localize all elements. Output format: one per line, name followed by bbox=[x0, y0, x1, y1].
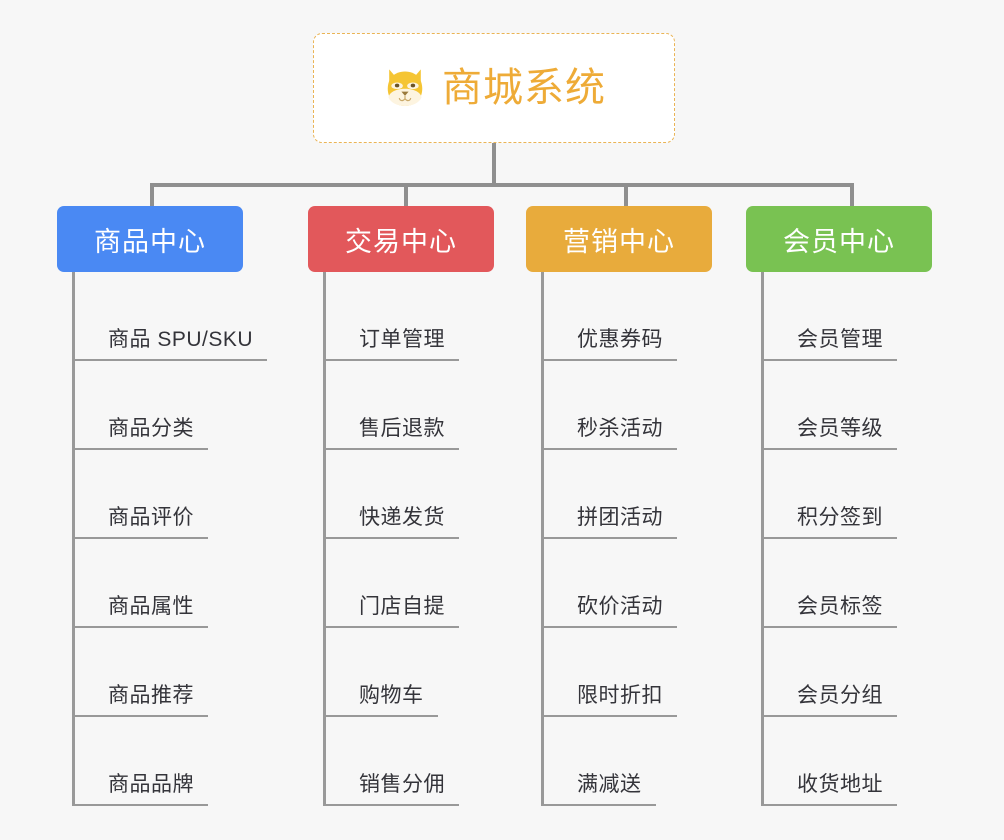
leaf-item[interactable]: 会员分组 bbox=[764, 628, 932, 717]
branch-column-3: 营销中心 优惠券码 秒杀活动 拼团活动 砍价活动 限时折扣 bbox=[526, 206, 712, 806]
leaf-underline bbox=[764, 626, 897, 628]
leaf-item[interactable]: 限时折扣 bbox=[544, 628, 712, 717]
category-label-2: 交易中心 bbox=[345, 226, 457, 257]
leaf-item[interactable]: 拼团活动 bbox=[544, 450, 712, 539]
leaf-list-3: 优惠券码 秒杀活动 拼团活动 砍价活动 限时折扣 满减送 bbox=[541, 272, 712, 806]
leaf-underline bbox=[75, 359, 267, 361]
branch-column-2: 交易中心 订单管理 售后退款 快递发货 门店自提 购物车 bbox=[308, 206, 494, 806]
leaf-label: 售后退款 bbox=[359, 417, 445, 440]
leaf-item[interactable]: 商品推荐 bbox=[75, 628, 243, 717]
leaf-underline bbox=[544, 626, 677, 628]
leaf-label: 门店自提 bbox=[359, 595, 445, 618]
connector-drop-4 bbox=[850, 183, 854, 206]
leaf-label: 商品推荐 bbox=[108, 684, 194, 707]
leaf-label: 拼团活动 bbox=[577, 506, 663, 529]
leaf-item[interactable]: 优惠券码 bbox=[544, 272, 712, 361]
leaf-underline bbox=[75, 626, 208, 628]
category-card-2[interactable]: 交易中心 bbox=[308, 206, 494, 272]
leaf-label: 商品品牌 bbox=[108, 773, 194, 796]
leaf-underline bbox=[75, 537, 208, 539]
connector-drop-3 bbox=[624, 183, 628, 206]
leaf-underline bbox=[764, 448, 897, 450]
leaf-item[interactable]: 会员标签 bbox=[764, 539, 932, 628]
branch-column-4: 会员中心 会员管理 会员等级 积分签到 会员标签 会员分组 bbox=[746, 206, 932, 806]
leaf-label: 满减送 bbox=[577, 773, 642, 796]
leaf-underline bbox=[544, 448, 677, 450]
leaf-item[interactable]: 商品评价 bbox=[75, 450, 243, 539]
leaf-underline bbox=[764, 537, 897, 539]
branch-column-1: 商品中心 商品 SPU/SKU 商品分类 商品评价 商品属性 商品推荐 bbox=[57, 206, 267, 806]
leaf-list-2: 订单管理 售后退款 快递发货 门店自提 购物车 销售分佣 bbox=[323, 272, 494, 806]
leaf-label: 购物车 bbox=[359, 684, 424, 707]
leaf-label: 商品分类 bbox=[108, 417, 194, 440]
connector-drop-1 bbox=[150, 183, 154, 206]
leaf-underline bbox=[326, 804, 459, 806]
leaf-item[interactable]: 积分签到 bbox=[764, 450, 932, 539]
leaf-item[interactable]: 商品品牌 bbox=[75, 717, 243, 806]
shiba-dog-face-icon bbox=[387, 69, 423, 106]
leaf-item[interactable]: 秒杀活动 bbox=[544, 361, 712, 450]
leaf-item[interactable]: 商品 SPU/SKU bbox=[75, 272, 267, 361]
category-label-1: 商品中心 bbox=[94, 226, 206, 257]
connector-root-stem bbox=[492, 143, 496, 185]
leaf-item[interactable]: 门店自提 bbox=[326, 539, 494, 628]
leaf-item[interactable]: 满减送 bbox=[544, 717, 712, 806]
leaf-underline bbox=[326, 359, 459, 361]
leaf-underline bbox=[326, 715, 438, 717]
category-card-1[interactable]: 商品中心 bbox=[57, 206, 243, 272]
connector-drop-2 bbox=[404, 183, 408, 206]
leaf-underline bbox=[544, 715, 677, 717]
leaf-label: 会员标签 bbox=[797, 595, 883, 618]
leaf-item[interactable]: 商品属性 bbox=[75, 539, 243, 628]
leaf-underline bbox=[75, 448, 208, 450]
category-card-3[interactable]: 营销中心 bbox=[526, 206, 712, 272]
leaf-underline bbox=[75, 804, 208, 806]
leaf-item[interactable]: 商品分类 bbox=[75, 361, 243, 450]
leaf-item[interactable]: 会员等级 bbox=[764, 361, 932, 450]
leaf-label: 优惠券码 bbox=[577, 328, 663, 351]
leaf-underline bbox=[326, 537, 459, 539]
leaf-underline bbox=[326, 626, 459, 628]
connector-horizontal-bus bbox=[150, 183, 854, 187]
leaf-label: 商品 SPU/SKU bbox=[108, 328, 254, 351]
leaf-label: 限时折扣 bbox=[577, 684, 663, 707]
leaf-label: 快递发货 bbox=[359, 506, 445, 529]
leaf-item[interactable]: 收货地址 bbox=[764, 717, 932, 806]
leaf-label: 销售分佣 bbox=[359, 773, 445, 796]
leaf-label: 订单管理 bbox=[359, 328, 445, 351]
leaf-underline bbox=[544, 359, 677, 361]
leaf-underline bbox=[544, 537, 677, 539]
root-title: 商城系统 bbox=[442, 66, 606, 110]
leaf-item[interactable]: 售后退款 bbox=[326, 361, 494, 450]
category-card-4[interactable]: 会员中心 bbox=[746, 206, 932, 272]
leaf-label: 收货地址 bbox=[797, 773, 883, 796]
leaf-list-1: 商品 SPU/SKU 商品分类 商品评价 商品属性 商品推荐 商品品牌 bbox=[72, 272, 267, 806]
leaf-underline bbox=[764, 715, 897, 717]
leaf-label: 砍价活动 bbox=[577, 595, 663, 618]
leaf-item[interactable]: 购物车 bbox=[326, 628, 494, 717]
leaf-label: 商品属性 bbox=[108, 595, 194, 618]
leaf-underline bbox=[75, 715, 208, 717]
leaf-underline bbox=[326, 448, 459, 450]
leaf-item[interactable]: 会员管理 bbox=[764, 272, 932, 361]
leaf-label: 积分签到 bbox=[797, 506, 883, 529]
leaf-label: 秒杀活动 bbox=[577, 417, 663, 440]
leaf-label: 商品评价 bbox=[108, 506, 194, 529]
leaf-underline bbox=[544, 804, 656, 806]
leaf-label: 会员等级 bbox=[797, 417, 883, 440]
category-label-4: 会员中心 bbox=[783, 226, 895, 257]
leaf-label: 会员分组 bbox=[797, 684, 883, 707]
root-node-shop-system[interactable]: 商城系统 bbox=[313, 33, 675, 143]
leaf-underline bbox=[764, 359, 897, 361]
leaf-item[interactable]: 快递发货 bbox=[326, 450, 494, 539]
leaf-underline bbox=[764, 804, 897, 806]
leaf-list-4: 会员管理 会员等级 积分签到 会员标签 会员分组 收货地址 bbox=[761, 272, 932, 806]
category-label-3: 营销中心 bbox=[563, 226, 675, 257]
leaf-item[interactable]: 销售分佣 bbox=[326, 717, 494, 806]
leaf-item[interactable]: 订单管理 bbox=[326, 272, 494, 361]
leaf-item[interactable]: 砍价活动 bbox=[544, 539, 712, 628]
leaf-label: 会员管理 bbox=[797, 328, 883, 351]
